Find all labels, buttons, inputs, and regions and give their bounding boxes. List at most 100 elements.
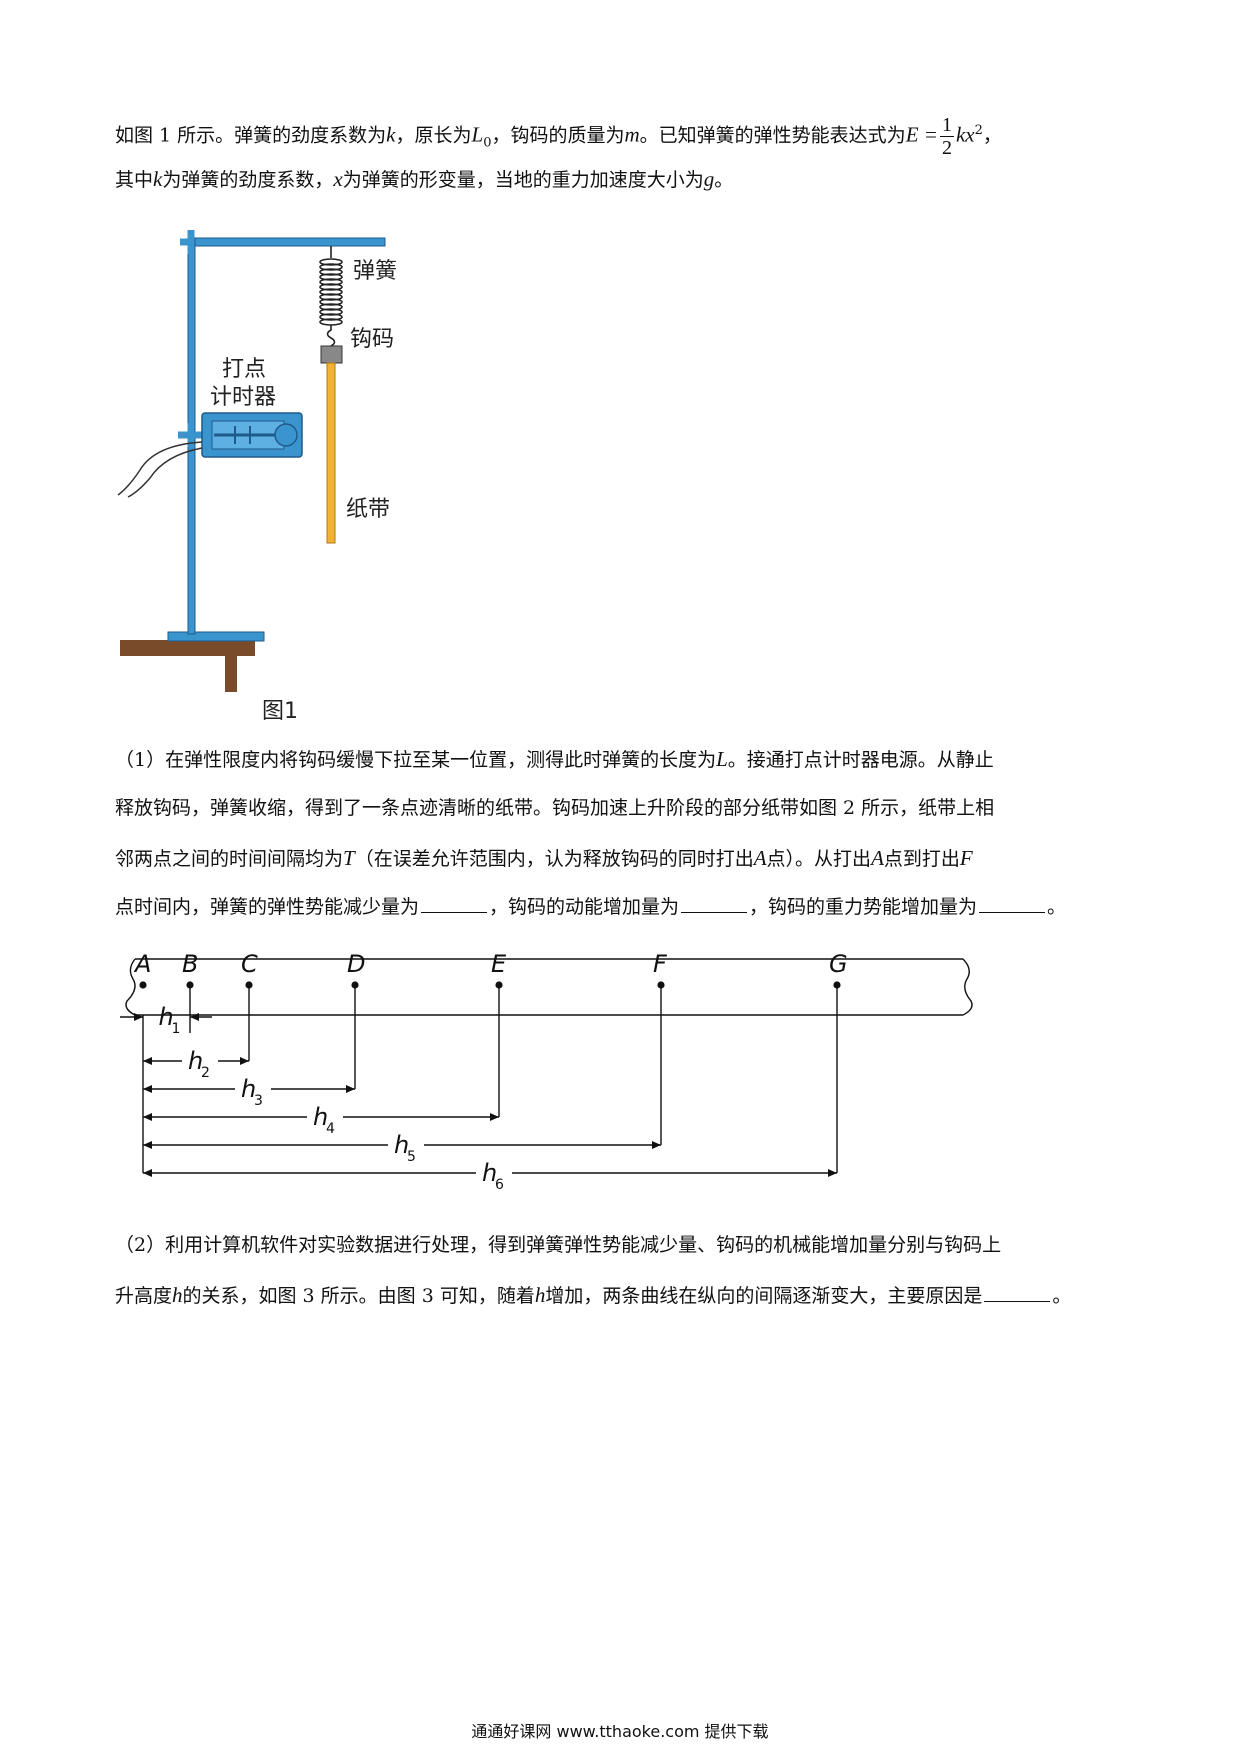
q1-text: 点到打出	[883, 848, 960, 870]
tape-right-tear	[962, 958, 973, 1016]
intro-text: ，	[982, 124, 1002, 147]
intro-text: 其中	[115, 169, 154, 191]
dim-label-h3: h	[241, 1075, 256, 1103]
table-leg	[225, 656, 237, 692]
stand-base	[167, 631, 265, 642]
var-h: h	[172, 1283, 183, 1307]
var-g: g	[703, 167, 715, 191]
answer-blank-4[interactable]	[984, 1283, 1051, 1302]
label-timer-2: 计时器	[210, 385, 276, 410]
arrowhead	[143, 1141, 152, 1149]
q1-line-3: 邻两点之间的时间间隔均为T（在误差允许范围内，认为释放钩码的同时打出A点）。从打…	[115, 843, 1135, 874]
dim-label-sub: 4	[326, 1121, 335, 1137]
timer-disc	[274, 423, 298, 447]
tape-point-A	[139, 981, 147, 989]
var-A: A	[753, 846, 767, 870]
var-L0: L	[471, 122, 484, 147]
var-k: k	[153, 167, 163, 191]
q2-text: 升高度	[115, 1285, 173, 1307]
footer-source: 通通好课网 www.tthaoke.com 提供下载	[471, 1722, 769, 1741]
intro-line-1: 如图 1 所示。弹簧的劲度系数为k，原长为L0，钩码的质量为m。已知弹簧的弹性势…	[115, 114, 1135, 159]
arrowhead	[652, 1141, 661, 1149]
intro-text: 为弹簧的劲度系数，	[162, 169, 334, 191]
hook-weight	[320, 345, 343, 364]
q2-text: 增加，两条曲线在纵向的间隔逐渐变大，主要原因是	[545, 1285, 983, 1307]
answer-blank-1[interactable]	[421, 894, 488, 913]
table-top	[120, 640, 255, 656]
fraction-numerator: 1	[939, 114, 954, 137]
var-A: A	[871, 846, 884, 870]
label-spring: 弹簧	[353, 259, 397, 284]
label-weight: 钩码	[350, 327, 394, 352]
var-L: L	[716, 747, 728, 771]
q1-line-1: （1）在弹性限度内将钩码缓慢下拉至某一位置，测得此时弹簧的长度为L。接通打点计时…	[115, 744, 1135, 775]
var-T: T	[343, 846, 355, 870]
intro-line-2: 其中k为弹簧的劲度系数，x为弹簧的形变量，当地的重力加速度大小为g。	[115, 164, 1135, 195]
formula-square: 2	[974, 123, 983, 139]
intro-text: 。	[714, 169, 734, 191]
arrowhead	[143, 1169, 152, 1177]
arrowhead	[134, 1013, 143, 1021]
arrowhead	[490, 1113, 499, 1121]
q2-line-1: （2）利用计算机软件对实验数据进行处理，得到弹簧弹性势能减少量、钩码的机械能增加…	[115, 1230, 1135, 1260]
formula-E: E =	[905, 122, 938, 147]
q1-text: 点）。从打出	[766, 848, 872, 870]
var-L0-sub: 0	[483, 135, 492, 151]
arrowhead	[143, 1057, 152, 1065]
arrowhead	[346, 1085, 355, 1093]
q1-text: 。	[1047, 896, 1067, 918]
tape-point-label: C	[241, 950, 258, 978]
q1-text: ，钩码的动能增加量为	[489, 896, 680, 918]
answer-blank-3[interactable]	[979, 894, 1046, 913]
dim-label-h1: h	[159, 1003, 174, 1031]
intro-text: ，原长为	[395, 124, 472, 147]
fraction-denominator: 2	[941, 137, 952, 159]
figure-1-caption: 图1	[262, 699, 298, 724]
var-h: h	[534, 1283, 546, 1307]
dim-label-h5: h	[394, 1131, 409, 1159]
tape-point-label: B	[182, 950, 198, 978]
q2-text: （2）利用计算机软件对实验数据进行处理，得到弹簧弹性势能减少量、钩码的机械能增加…	[115, 1234, 1002, 1256]
horizontal-arm	[194, 237, 386, 247]
var-x: x	[333, 167, 343, 191]
dim-label-sub: 5	[407, 1149, 416, 1165]
power-cable	[117, 441, 203, 496]
q1-line-2: 释放钩码，弹簧收缩，得到了一条点迹清晰的纸带。钩码加速上升阶段的部分纸带如图 2…	[115, 793, 1135, 823]
spring	[319, 246, 343, 347]
q1-text: ，钩码的重力势能增加量为	[749, 896, 978, 918]
tape-point-label: D	[347, 950, 365, 978]
q1-text: 。接通打点计时器电源。从静止	[727, 749, 994, 771]
figure-1-apparatus: 弹簧 钩码 打点 计时器 纸带 图1	[117, 230, 397, 724]
dim-label-h2: h	[188, 1047, 203, 1075]
dim-label-sub: 3	[254, 1093, 263, 1109]
dim-label-sub: 1	[172, 1021, 181, 1037]
formula-kx: kx	[955, 122, 975, 147]
dim-label-sub: 2	[201, 1065, 210, 1081]
q2-text: 。	[1052, 1285, 1072, 1307]
intro-text: 。已知弹簧的弹性势能表达式为	[639, 124, 906, 147]
label-timer-1: 打点	[222, 357, 266, 382]
arrowhead	[828, 1169, 837, 1177]
q1-line-4: 点时间内，弹簧的弹性势能减少量为 ，钩码的动能增加量为 ，钩码的重力势能增加量为 。	[115, 892, 1135, 922]
power-cable-2	[127, 447, 203, 498]
dim-label-h4: h	[313, 1103, 328, 1131]
arrowhead	[143, 1085, 152, 1093]
q1-text: （在误差允许范围内，认为释放钩码的同时打出	[354, 848, 754, 870]
tape-point-label: F	[653, 950, 668, 978]
intro-text: 如图 1 所示。弹簧的劲度系数为	[115, 124, 387, 147]
tape-point-label: G	[829, 950, 848, 978]
q2-text: 的关系，如图 3 所示。由图 3 可知，随着	[182, 1285, 535, 1307]
arrowhead	[240, 1057, 249, 1065]
arrowhead	[190, 1013, 199, 1021]
arrowhead	[143, 1113, 152, 1121]
q1-text: 点时间内，弹簧的弹性势能减少量为	[115, 896, 420, 918]
tape-point-label: A	[133, 950, 151, 978]
dim-label-sub: 6	[495, 1177, 504, 1193]
answer-blank-2[interactable]	[681, 894, 748, 913]
intro-text: ，钩码的质量为	[491, 124, 625, 147]
q2-line-2: 升高度h的关系，如图 3 所示。由图 3 可知，随着h增加，两条曲线在纵向的间隔…	[115, 1280, 1135, 1311]
q1-text: （1）在弹性限度内将钩码缓慢下拉至某一位置，测得此时弹簧的长度为	[115, 749, 717, 771]
var-m: m	[624, 122, 640, 147]
q1-text: 释放钩码，弹簧收缩，得到了一条点迹清晰的纸带。钩码加速上升阶段的部分纸带如图 2…	[115, 797, 995, 819]
